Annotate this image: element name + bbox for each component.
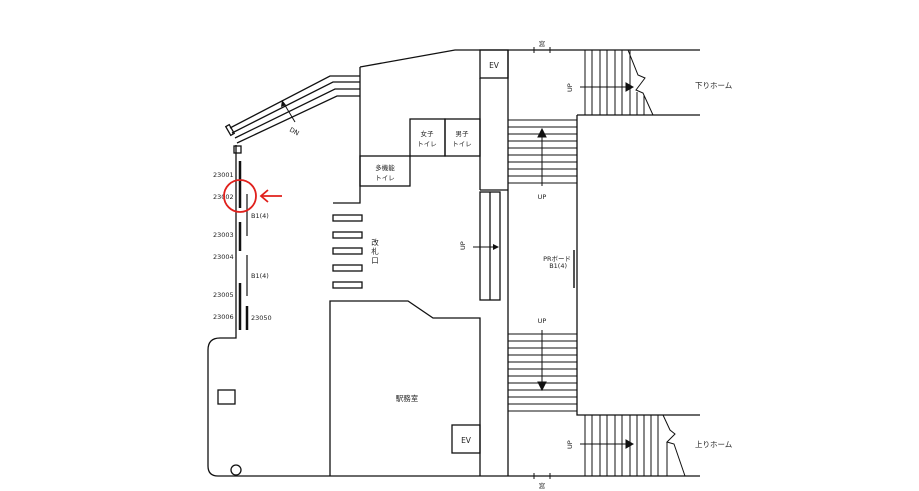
ticket-gates	[332, 214, 363, 289]
equipment-box	[217, 389, 236, 405]
womens-toilet-label: トイレ	[417, 140, 437, 148]
sign-id: 23006	[213, 313, 234, 321]
down-platform-label: 下りホーム	[695, 81, 732, 90]
sign-id: 23001	[213, 171, 234, 179]
ticket-gate-label: 口	[371, 256, 379, 265]
sign-id: 23005	[213, 291, 234, 299]
sign-id-23050: 23050	[251, 314, 272, 322]
mens-toilet-label: トイレ	[452, 140, 472, 148]
narrow-stair: UP	[459, 191, 501, 301]
highlight-arrow-icon	[259, 189, 282, 203]
highlight-circle	[223, 179, 257, 213]
arrow-icon	[281, 100, 286, 107]
sign-id: 23003	[213, 231, 234, 239]
womens-toilet-label: 女子	[421, 129, 435, 138]
platform-stair-bottom	[580, 414, 686, 477]
up-label: UP	[459, 241, 467, 250]
mens-toilet	[444, 118, 481, 157]
sign-id: 23004	[213, 253, 234, 261]
up-platform-label: 上りホーム	[695, 440, 732, 449]
stair-lower	[508, 330, 577, 412]
elevator-bottom	[451, 424, 481, 454]
multi-toilet-label: 多機能	[375, 163, 395, 172]
window-marks	[533, 47, 551, 479]
up-label: UP	[566, 83, 574, 92]
multipurpose-toilet	[359, 155, 411, 187]
escalator-dn: DN	[224, 75, 360, 154]
station-office	[329, 300, 481, 476]
walls	[207, 49, 700, 477]
escalator-dn-label: DN	[288, 126, 301, 138]
window-label: 窓	[539, 481, 546, 490]
b1-label: B1(4)	[251, 212, 269, 220]
elevator-top	[479, 49, 509, 79]
up-label: UP	[566, 440, 574, 449]
ticket-gate-label: 札	[371, 246, 379, 256]
station-office-label: 駅務室	[396, 393, 419, 403]
up-label: UP	[538, 317, 547, 325]
stair-upper	[508, 119, 577, 186]
pr-board-label: PRボード	[543, 255, 571, 263]
pillar	[233, 145, 242, 154]
window-label: 窓	[539, 39, 546, 48]
ev-top-label: EV	[489, 61, 500, 70]
pillar-circle	[230, 464, 242, 476]
mens-toilet-label: 男子	[456, 130, 470, 138]
up-label: UP	[538, 193, 547, 201]
ev-bottom-label: EV	[461, 436, 472, 445]
ticket-gate-label: 改	[371, 237, 379, 247]
b1-label: B1(4)	[251, 272, 269, 280]
platform-stair-top	[580, 49, 654, 116]
pr-board-label: B1(4)	[549, 262, 567, 270]
multi-toilet-label: トイレ	[375, 174, 395, 182]
sign-bars	[238, 161, 249, 330]
